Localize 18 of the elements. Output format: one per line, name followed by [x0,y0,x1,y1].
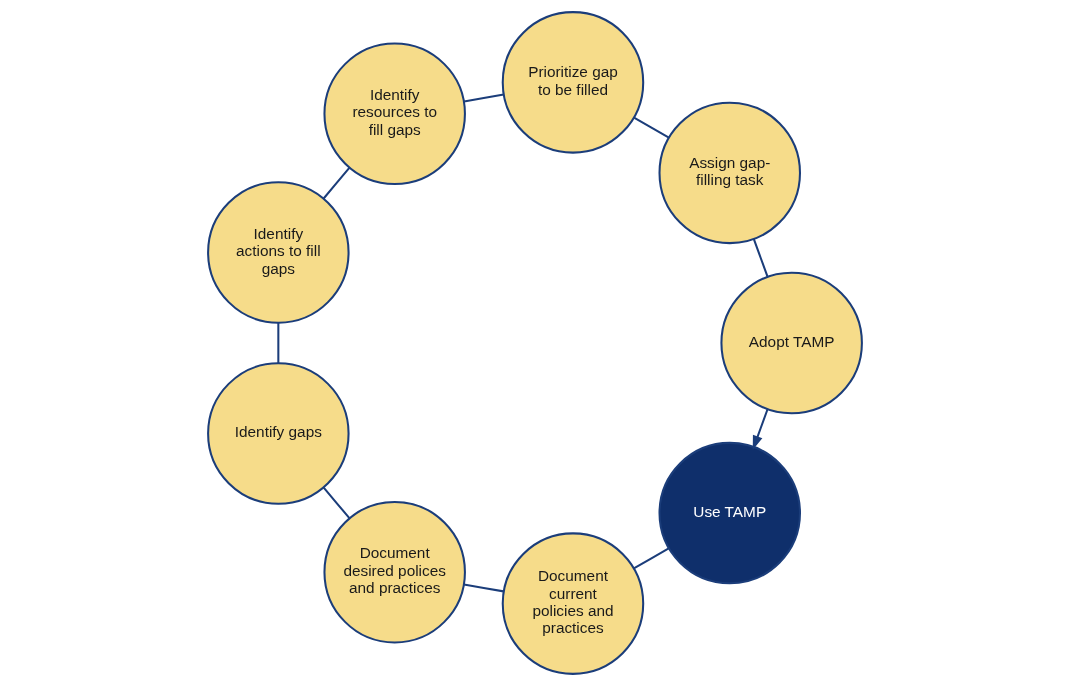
connector [322,167,350,200]
node-circle: Identify resources to fill gaps [322,42,466,186]
node-circle: Identify gaps [206,362,350,505]
connector [752,238,769,278]
node-circle: Assign gap-filling task [658,101,801,245]
node-circle: Use TAMP [658,441,801,585]
node-circle: Document current policies and practices [501,532,644,675]
connector [633,116,669,139]
node-circle: Identify actions to fill gaps [206,181,350,324]
connector [632,547,669,570]
node-circle: Document desired polices and practices [322,500,466,644]
node-circle: Adopt TAMP [719,271,863,415]
connector [322,486,350,519]
connector [463,583,504,593]
connector [276,323,279,364]
arrow [752,408,768,450]
node-circle: Prioritize gap to be filled [501,11,644,154]
connector [463,93,504,103]
